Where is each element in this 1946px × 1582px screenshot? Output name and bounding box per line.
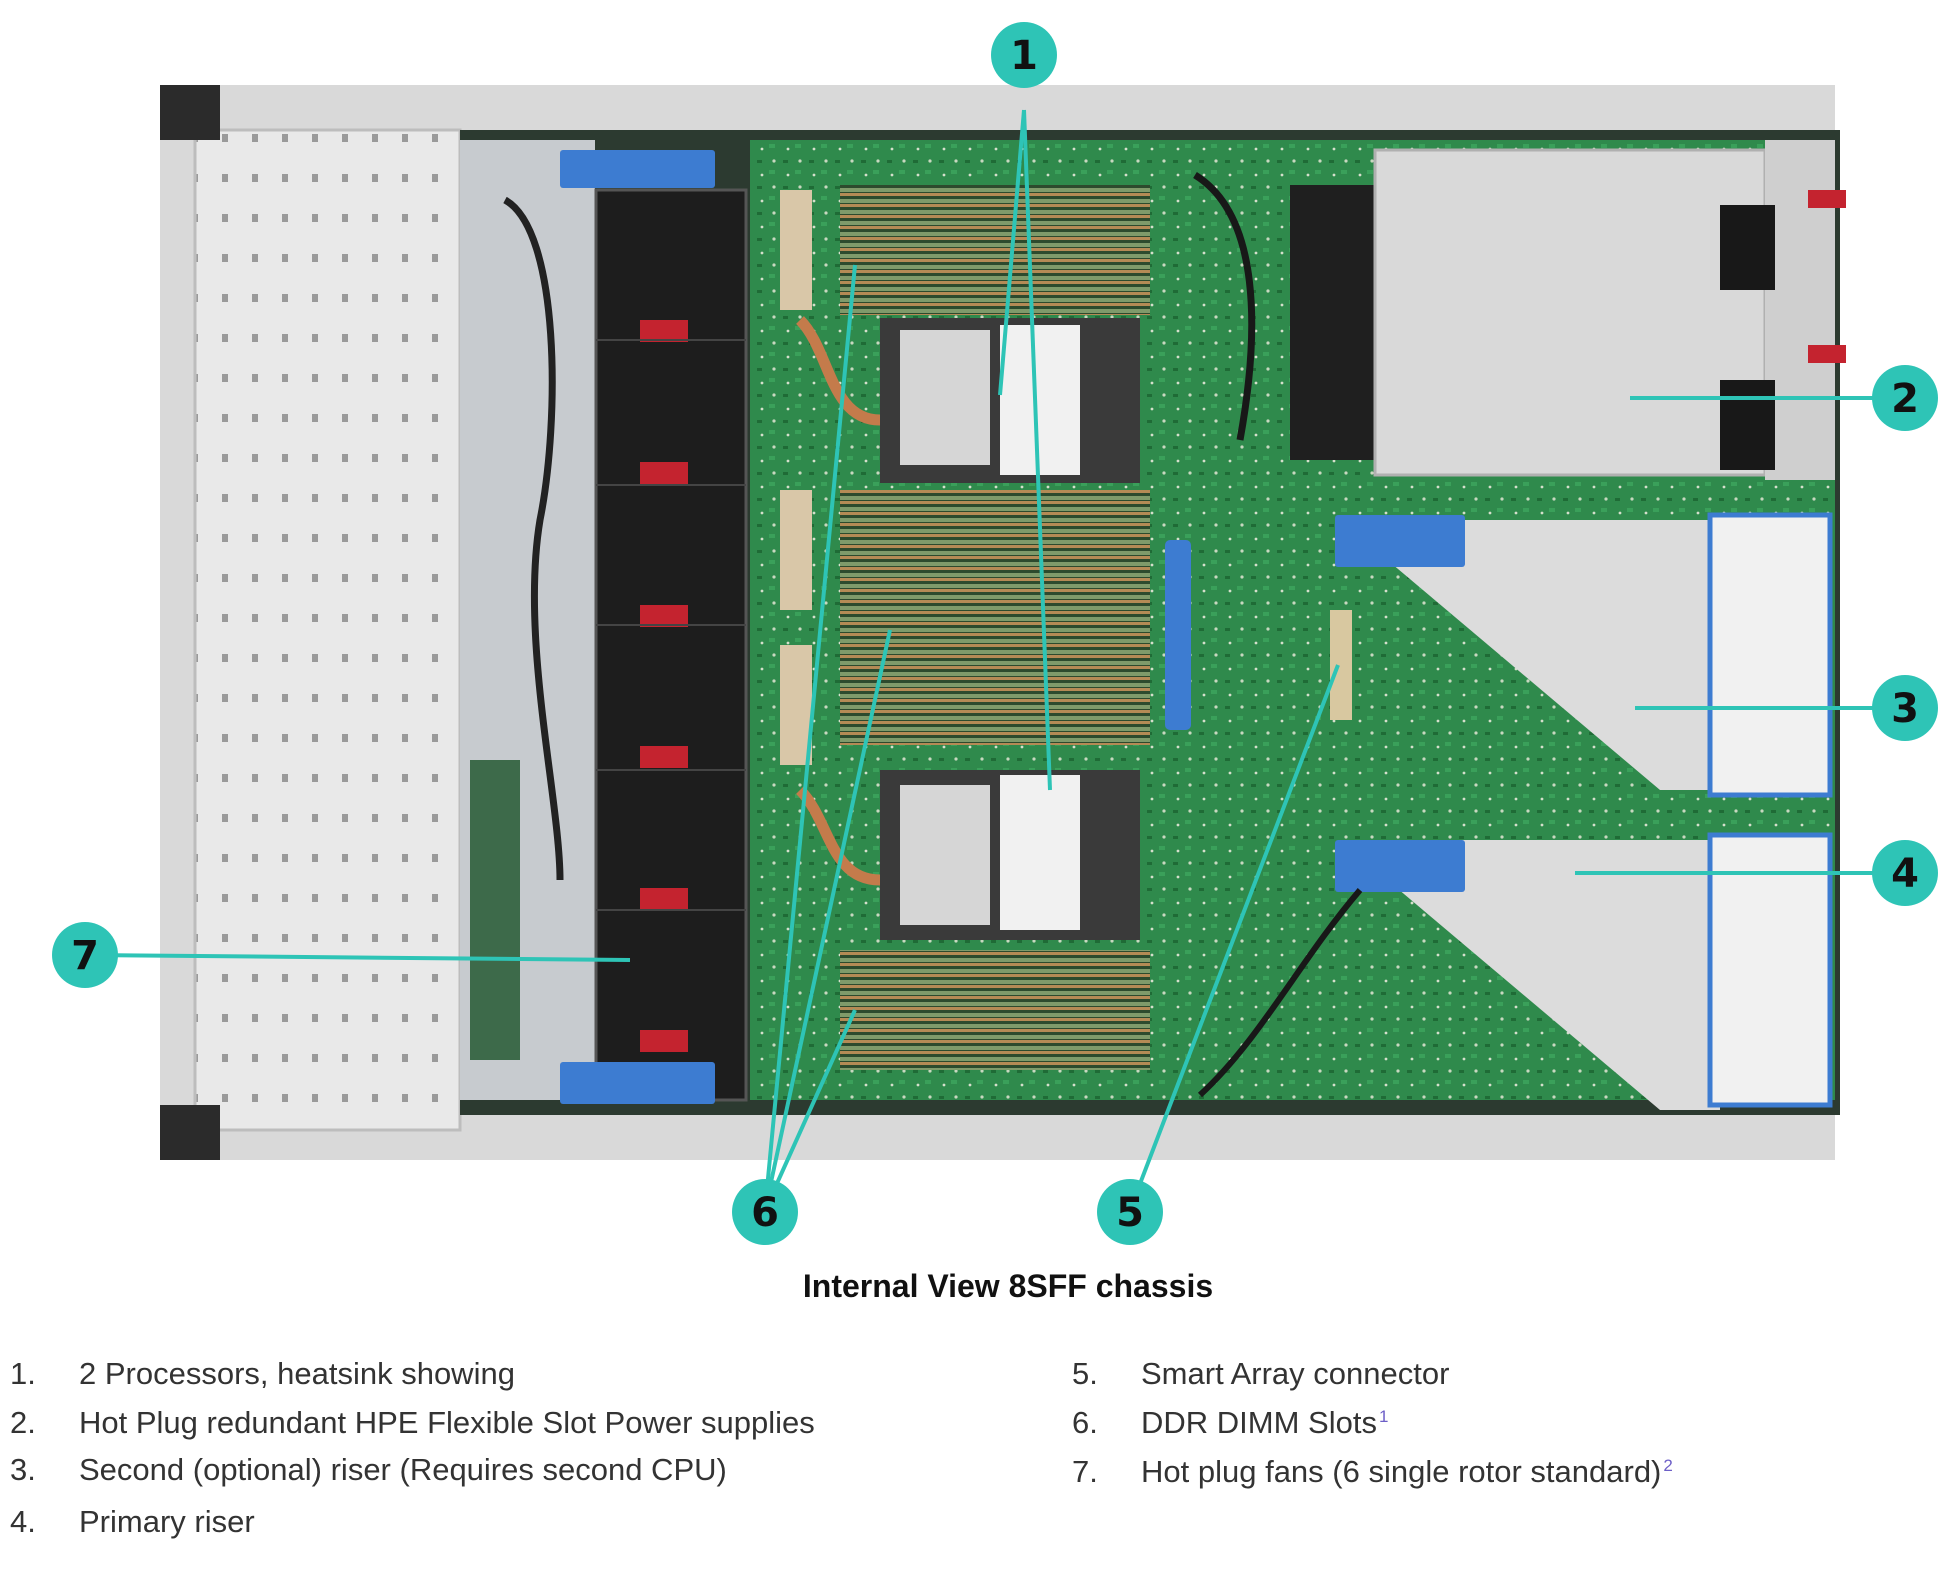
callout-6: 6 <box>732 1179 798 1245</box>
dimm-bank-2 <box>840 490 1150 745</box>
legend-number: 5. <box>1072 1356 1098 1391</box>
callout-5: 5 <box>1097 1179 1163 1245</box>
svg-text:6: 6 <box>751 1190 779 1236</box>
footnote-marker: 2 <box>1663 1455 1673 1475</box>
legend-text: Second (optional) riser (Requires second… <box>79 1452 727 1487</box>
legend-text: Hot plug fans (6 single rotor standard)2 <box>1141 1454 1673 1490</box>
legend-label: Hot plug fans (6 single rotor standard) <box>1141 1454 1662 1489</box>
legend-text: Hot Plug redundant HPE Flexible Slot Pow… <box>79 1405 815 1440</box>
svg-text:4: 4 <box>1891 851 1919 897</box>
processors <box>795 316 1140 940</box>
svg-text:2: 2 <box>1891 376 1919 422</box>
legend-number: 1. <box>10 1356 36 1391</box>
callout-1: 1 <box>991 22 1057 88</box>
svg-text:1: 1 <box>1010 33 1038 79</box>
fan-cage-latch-bottom <box>560 1062 715 1104</box>
riser-primary <box>1197 832 1833 1110</box>
callout-leader-lines <box>84 109 1880 1211</box>
cpu-1 <box>795 316 1140 483</box>
fan-modules <box>560 150 748 1104</box>
cpu-2 <box>795 770 1140 940</box>
legend-text: Smart Array connector <box>1141 1356 1450 1391</box>
legend-text: 2 Processors, heatsink showing <box>79 1356 515 1391</box>
callout-7: 7 <box>52 922 118 988</box>
power-supply-cage <box>1373 140 1846 480</box>
legend-label: DDR DIMM Slots <box>1141 1405 1377 1440</box>
fan-cage-latch-top <box>560 150 715 188</box>
legend-number: 3. <box>10 1452 36 1487</box>
legend-number: 6. <box>1072 1405 1098 1440</box>
dimm-slots <box>780 185 1150 1070</box>
dimm-bank-3 <box>840 950 1150 1070</box>
drive-bay <box>460 140 595 1100</box>
callout-4: 4 <box>1872 840 1938 906</box>
callout-2: 2 <box>1872 365 1938 431</box>
legend-number: 2. <box>10 1405 36 1440</box>
footnote-marker: 1 <box>1378 1406 1389 1426</box>
svg-text:3: 3 <box>1891 686 1919 732</box>
figure-caption: Internal View 8SFF chassis <box>802 1268 1214 1304</box>
callout-3: 3 <box>1872 675 1938 741</box>
svg-text:7: 7 <box>71 933 99 979</box>
smart-array-connector <box>1165 540 1352 730</box>
legend-number: 4. <box>10 1504 36 1539</box>
riser-second <box>1335 512 1833 798</box>
svg-text:5: 5 <box>1116 1190 1144 1236</box>
server-internal-view-diagram: 1 2 3 4 5 6 7 <box>52 22 1938 1245</box>
legend-number: 7. <box>1072 1454 1098 1489</box>
legend-text: Primary riser <box>79 1504 255 1539</box>
dimm-bank-1 <box>840 185 1150 315</box>
